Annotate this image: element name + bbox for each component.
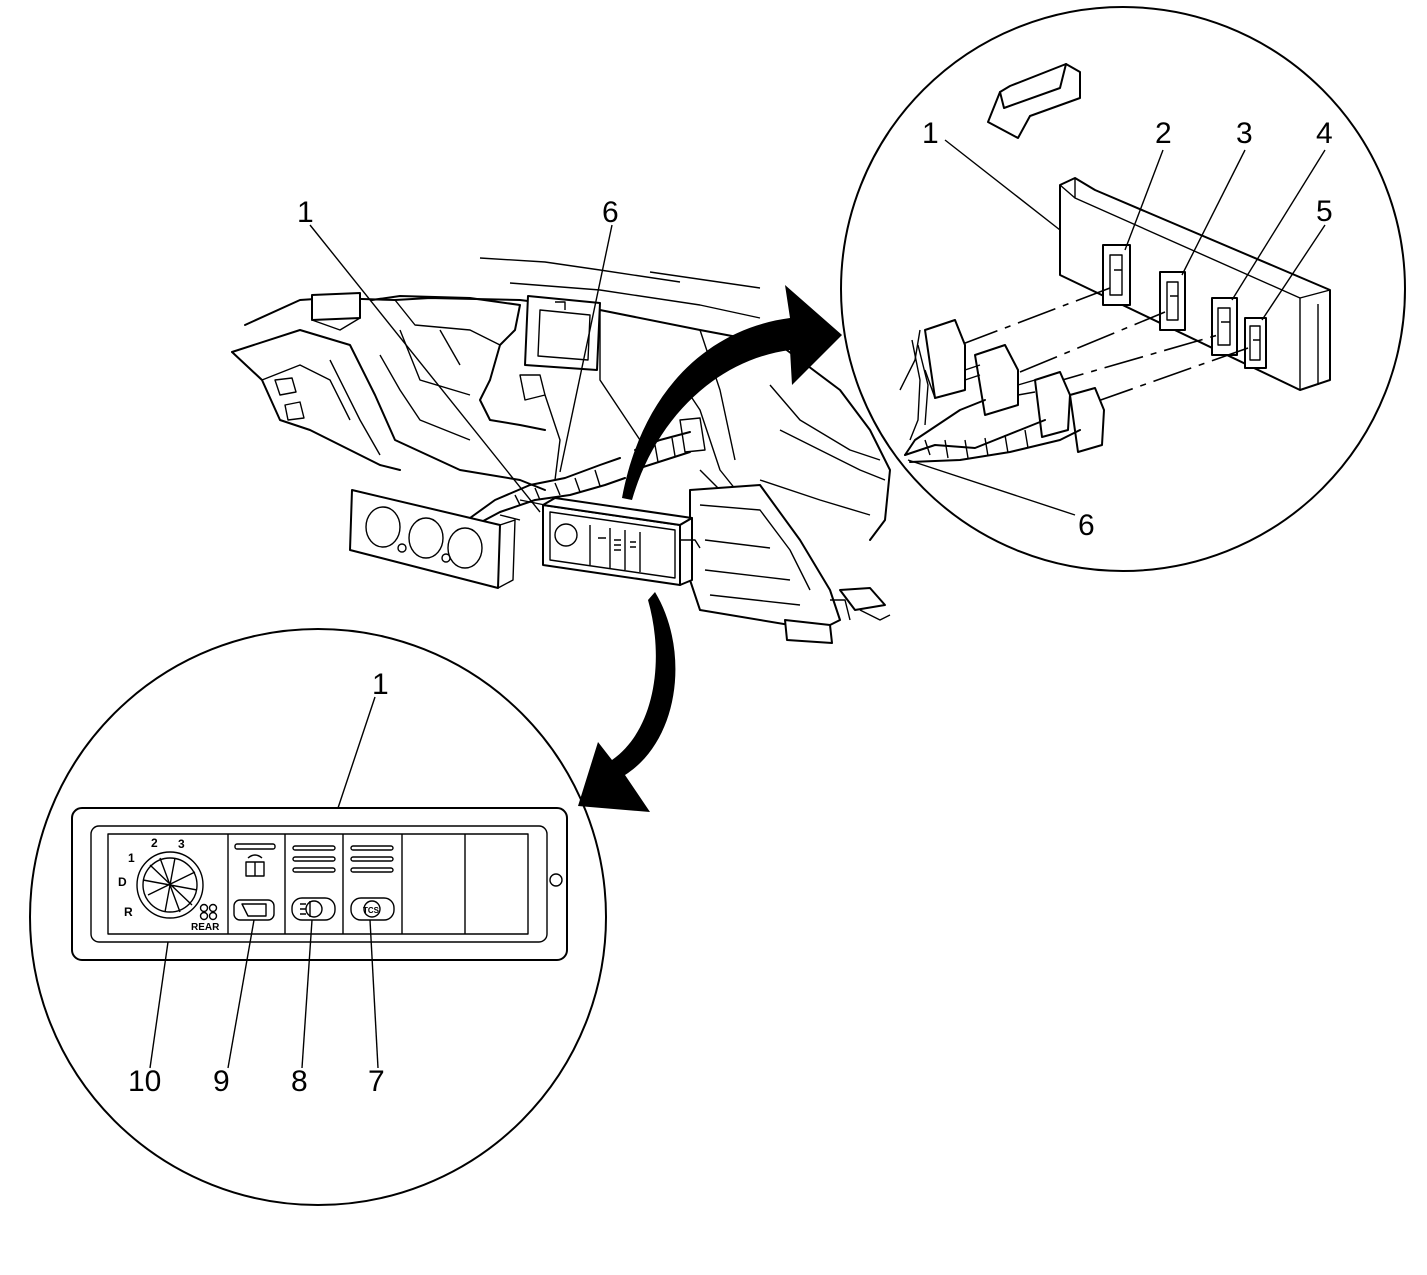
callout-detail-1: 1 — [922, 117, 939, 150]
wiring-harness-main — [469, 431, 691, 529]
callout-detail-4: 4 — [1316, 117, 1333, 150]
harness-connector-b — [974, 344, 1019, 416]
knob-pos-1: 1 — [128, 851, 135, 865]
tcs-label: TCS — [363, 906, 380, 915]
rear-wiper-icon — [245, 854, 265, 877]
fog-lamp-icon — [291, 897, 336, 921]
module-socket-5 — [1244, 317, 1267, 369]
arrow-to-connector-detail — [622, 285, 842, 500]
knob-pos-r: R — [124, 905, 133, 919]
callout-panel-1: 1 — [372, 668, 389, 701]
module-socket-2 — [1102, 244, 1131, 306]
fan-speed-knob — [136, 851, 204, 919]
arrow-to-panel-detail — [578, 592, 676, 812]
knob-pos-3: 3 — [178, 837, 185, 851]
connector-detail-view — [840, 6, 1406, 572]
callout-detail-3: 3 — [1236, 117, 1253, 150]
fan-icon — [199, 903, 218, 921]
harness-connector-d — [1069, 387, 1105, 453]
callout-main-6: 6 — [602, 196, 619, 229]
harness-connector-c — [1034, 371, 1071, 438]
switch-panel-detail-view: 1 2 3 D R REAR — [29, 628, 607, 1206]
rear-label: REAR — [191, 922, 220, 933]
callout-main-1: 1 — [297, 196, 314, 229]
callout-panel-9: 9 — [213, 1065, 230, 1098]
switch-module-main — [542, 497, 701, 586]
callout-detail-6: 6 — [1078, 509, 1095, 542]
callout-panel-10: 10 — [128, 1065, 161, 1098]
module-socket-4 — [1211, 297, 1238, 356]
callout-panel-8: 8 — [291, 1065, 308, 1098]
knob-pos-d: D — [118, 875, 127, 889]
callout-panel-7: 7 — [368, 1065, 385, 1098]
vent-bezel — [349, 489, 516, 589]
direction-arrow-icon — [987, 63, 1081, 139]
traction-control-icon — [350, 897, 395, 921]
harness-connector-a — [924, 319, 966, 399]
callout-detail-2: 2 — [1155, 117, 1172, 150]
instrument-panel-assembly — [231, 257, 891, 644]
callout-detail-5: 5 — [1316, 195, 1333, 228]
knob-pos-2: 2 — [151, 836, 158, 850]
module-socket-3 — [1159, 271, 1186, 331]
